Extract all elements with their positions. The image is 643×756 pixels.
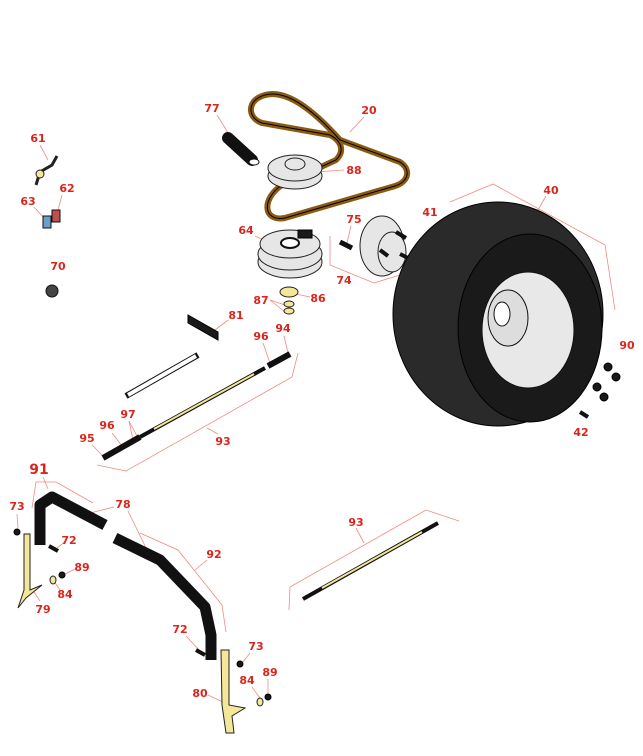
hub-75 (338, 215, 409, 277)
washer-86 (279, 286, 299, 298)
pad-81 (187, 314, 219, 341)
control-arm-92 (112, 533, 217, 660)
callout-72: 72 (61, 534, 76, 547)
part-62 (51, 209, 61, 223)
callout-41: 41 (422, 206, 437, 219)
pulley-64 (257, 229, 323, 279)
callout-84: 84 (57, 588, 73, 601)
callout-96: 96 (99, 419, 115, 432)
callout-75: 75 (346, 213, 361, 226)
callout-96: 96 (253, 330, 269, 343)
callout-97: 97 (120, 408, 135, 421)
lever-80 (220, 649, 247, 734)
callout-90: 90 (619, 339, 635, 352)
part-70 (45, 284, 59, 298)
callout-78: 78 (115, 498, 130, 511)
callout-74: 74 (336, 274, 352, 287)
wheel-tire-40 (392, 201, 604, 427)
hardware-90 (592, 362, 621, 402)
callout-40: 40 (543, 184, 559, 197)
callout-62: 62 (59, 182, 74, 195)
callout-86: 86 (310, 292, 326, 305)
callout-89: 89 (262, 666, 277, 679)
callout-92: 92 (206, 548, 221, 561)
callout-91: 91 (29, 462, 48, 478)
callout-73: 73 (9, 500, 24, 513)
spring-77 (222, 132, 260, 166)
callout-79: 79 (35, 603, 50, 616)
callout-95: 95 (79, 432, 94, 445)
callout-77: 77 (204, 102, 219, 115)
callout-61: 61 (30, 132, 45, 145)
callout-81: 81 (228, 309, 243, 322)
callout-84: 84 (239, 674, 255, 687)
idler-pulley-88 (267, 154, 323, 190)
callout-87: 87 (253, 294, 268, 307)
callout-72: 72 (172, 623, 187, 636)
callout-42: 42 (573, 426, 588, 439)
callout-70: 70 (50, 260, 66, 273)
callout-94: 94 (275, 322, 291, 335)
callout-20: 20 (361, 104, 377, 117)
callout-93: 93 (215, 435, 230, 448)
callout-89: 89 (74, 561, 89, 574)
leader-lines (16, 114, 616, 704)
callout-73: 73 (248, 640, 263, 653)
callout-88: 88 (346, 164, 361, 177)
callout-93: 93 (348, 516, 363, 529)
part-61 (34, 155, 59, 186)
control-arm-78 (34, 491, 108, 545)
bolt-42 (578, 410, 590, 419)
callout-80: 80 (192, 687, 208, 700)
callout-63: 63 (20, 195, 35, 208)
callout-labels: 77 20 61 62 63 88 40 41 75 64 74 70 87 8… (9, 102, 635, 700)
part-63 (42, 215, 52, 229)
callout-64: 64 (238, 224, 254, 237)
lever-79 (17, 533, 43, 609)
